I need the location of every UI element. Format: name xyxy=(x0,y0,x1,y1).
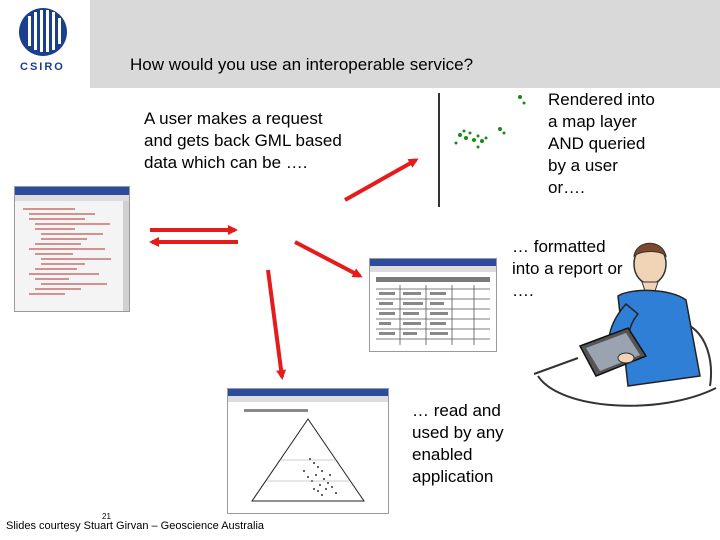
arrow-to-application xyxy=(266,269,287,380)
callout-request: A user makes a request and gets back GML… xyxy=(144,109,342,172)
xml-text-lines xyxy=(15,187,129,311)
ternary-plot xyxy=(228,389,388,502)
csiro-logo-icon xyxy=(19,8,67,56)
ternary-plot-screenshot xyxy=(227,388,389,514)
logo-text: CSIRO xyxy=(20,61,65,73)
report-table xyxy=(370,259,496,345)
person-icon xyxy=(533,242,717,407)
slide-header: CSIRO How would you use an interoperable… xyxy=(0,0,720,88)
callout-map: Rendered into a map layer AND queried by… xyxy=(548,90,655,197)
csiro-logo: CSIRO xyxy=(0,0,90,88)
page-number: 21 xyxy=(102,512,111,521)
callout-report: … formatted into a report or …. xyxy=(512,237,623,300)
callout-application: … read and used by any enabled applicati… xyxy=(412,401,504,486)
arrow-to-map xyxy=(344,158,419,202)
report-screenshot xyxy=(369,258,497,352)
page-title: How would you use an interoperable servi… xyxy=(130,55,474,74)
footer-credit: Slides courtesy Stuart Girvan – Geoscien… xyxy=(6,520,265,532)
arrow-to-report xyxy=(294,240,363,278)
map-points xyxy=(454,95,526,149)
map-layer-screenshot xyxy=(438,93,528,207)
xml-document-screenshot xyxy=(14,186,130,312)
header-band xyxy=(90,0,720,88)
user-at-laptop-illustration xyxy=(530,226,718,416)
